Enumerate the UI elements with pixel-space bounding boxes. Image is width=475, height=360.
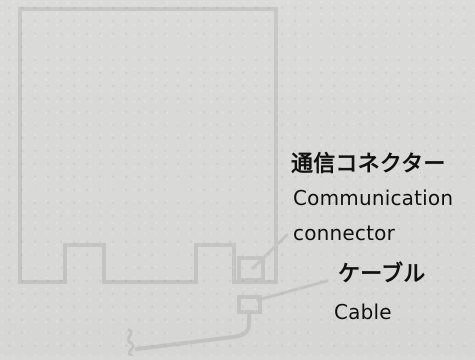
communication-connector-english-label-line1: Communication — [293, 186, 454, 210]
cable-japanese-label: ケーブル — [338, 262, 426, 287]
cable-english-label: Cable — [334, 300, 392, 324]
communication-connector-japanese-label: 通信コネクター — [291, 152, 446, 177]
communication-connector-english-label-line2: connector — [293, 221, 395, 245]
